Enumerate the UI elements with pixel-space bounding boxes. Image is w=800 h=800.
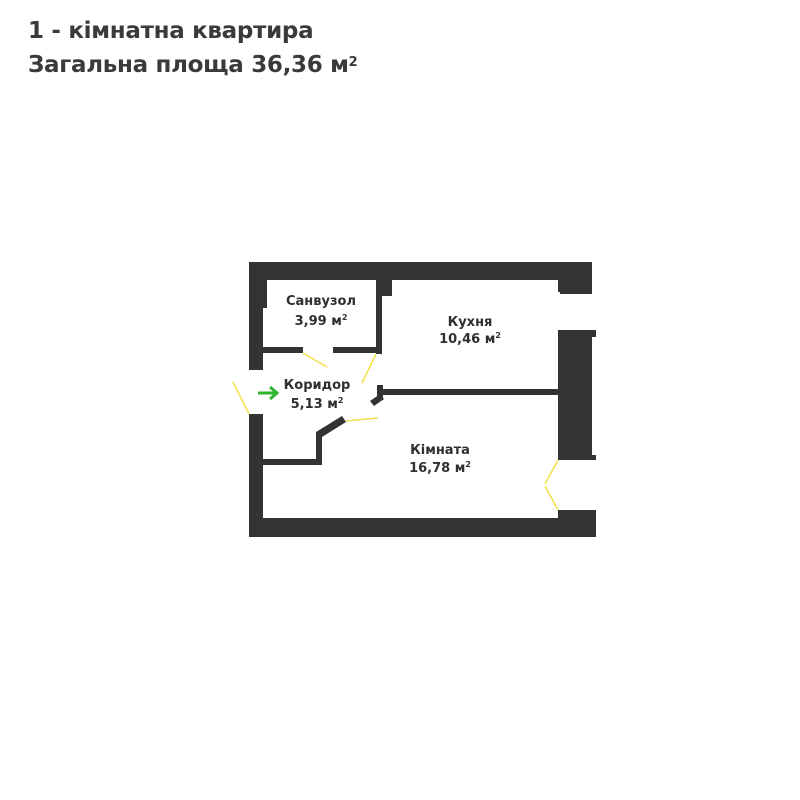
room-labels: Санвузол 3,99 м2 Кухня 10,46 м2 Коридор …	[284, 294, 501, 476]
walls	[249, 262, 596, 537]
wall-bathroom-side	[263, 280, 267, 308]
wall-kitchen-partition	[380, 389, 560, 395]
wall-bathroom-right-cap	[382, 280, 392, 296]
wall-bathroom-bottom-left	[263, 347, 303, 353]
wall-bathroom-right	[376, 280, 382, 354]
wall-partition-angle	[370, 394, 384, 406]
bathroom-name: Санвузол	[286, 294, 356, 309]
wall-corridor-diagonal	[316, 416, 346, 437]
door-bathroom	[302, 352, 328, 368]
total-area-sup: 2	[348, 55, 358, 70]
entrance-arrow	[258, 385, 280, 401]
kitchen-area: 10,46 м2	[439, 331, 501, 347]
bathroom-area: 3,99 м2	[295, 313, 348, 329]
wall-corridor-vertical	[316, 432, 322, 465]
wall-bottom	[249, 518, 596, 537]
door-balcony-lower	[544, 485, 559, 511]
door-room	[345, 417, 379, 422]
wall-corridor-bottom	[263, 459, 322, 465]
room-area: 16,78 м2	[409, 460, 471, 476]
doors	[232, 352, 559, 511]
wall-right-pillar	[560, 292, 592, 294]
wall-left-lower	[249, 414, 263, 537]
page-title: 1 - кімнатна квартира Загальна площа 36,…	[28, 14, 358, 82]
door-kitchen	[361, 353, 377, 384]
title-apartment-type: 1 - кімнатна квартира	[28, 18, 314, 44]
wall-right-middle-cut	[592, 337, 596, 455]
arrow-right-icon-head	[269, 385, 280, 401]
wall-top	[249, 262, 592, 280]
wall-partition-stub	[377, 385, 383, 399]
door-entrance	[232, 381, 250, 415]
wall-right-upper	[558, 262, 592, 292]
kitchen-name: Кухня	[448, 315, 493, 330]
wall-right-middle	[558, 330, 596, 460]
title-total-area: Загальна площа 36,36 м2	[28, 48, 358, 82]
corridor-area: 5,13 м2	[291, 396, 344, 412]
wall-bathroom-bottom-right	[333, 347, 382, 353]
corridor-name: Коридор	[284, 378, 351, 393]
wall-left-upper	[249, 262, 263, 370]
room-name: Кімната	[410, 443, 470, 458]
total-area-text: Загальна площа 36,36 м	[28, 52, 349, 78]
door-balcony-upper	[544, 459, 559, 485]
